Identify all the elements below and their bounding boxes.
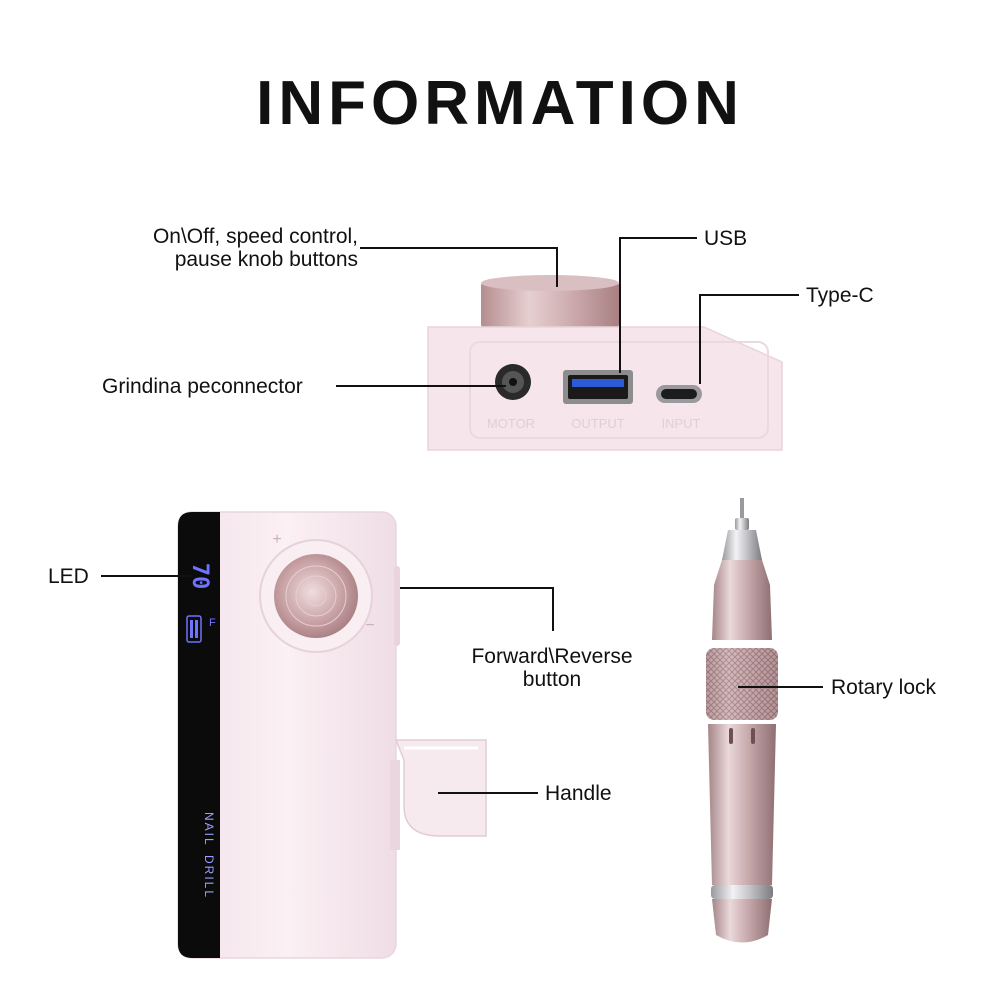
top-device: MOTOR OUTPUT INPUT: [427, 275, 783, 451]
callout-line-handle: [438, 792, 538, 794]
callout-rotary-lock: Rotary lock: [831, 676, 937, 699]
callout-line-forward-h: [400, 587, 554, 589]
knob-plus-label: +: [272, 531, 281, 548]
top-knob: [481, 280, 619, 330]
brand-text-nail: NAIL: [202, 812, 216, 847]
callout-line-usb-v: [619, 237, 621, 373]
callout-forward-reverse-line2: button: [522, 668, 582, 691]
battery-icon: [186, 615, 202, 643]
pen-nose: [712, 560, 772, 640]
page-title: INFORMATION: [256, 69, 744, 138]
callout-line-typec-h: [699, 294, 799, 296]
pen-body: [708, 724, 776, 885]
callout-line-usb-h: [619, 237, 697, 239]
port-label-motor: MOTOR: [487, 416, 535, 431]
callout-line-forward-v: [552, 587, 554, 631]
callout-forward-reverse-line1: Forward\Reverse: [471, 645, 633, 668]
callout-line-led: [101, 575, 193, 577]
handpiece: [706, 498, 778, 943]
callout-forward-reverse: Forward\Reverse button: [447, 645, 657, 691]
callout-type-c: Type-C: [806, 284, 874, 307]
knob-minus-label: −: [365, 617, 374, 634]
callout-line-grinding: [336, 385, 506, 387]
speed-knob: [274, 554, 358, 638]
forward-reverse-side-button: [394, 566, 400, 646]
callout-usb: USB: [704, 227, 748, 250]
callout-led: LED: [48, 565, 89, 588]
callout-knob-line1: On\Off, speed control,: [152, 225, 358, 248]
brand-text-drill: DRILL: [202, 855, 216, 899]
main-device: 70 F NAIL DRILL + −: [177, 511, 487, 959]
pen-tail: [712, 899, 772, 943]
display-strip: [178, 512, 220, 958]
callout-knob: On\Off, speed control, pause knob button…: [100, 225, 358, 271]
callout-line-knob-v: [556, 247, 558, 287]
callout-grinding-connector: Grindina peconnector: [102, 375, 303, 398]
drill-bit: [740, 498, 744, 520]
handle-clip: [394, 739, 487, 837]
port-label-output: OUTPUT: [571, 416, 625, 431]
led-display-unit: F: [209, 617, 216, 629]
port-label-input: INPUT: [662, 416, 701, 431]
callout-line-typec-v: [699, 294, 701, 384]
callout-handle: Handle: [545, 782, 612, 805]
callout-line-rotary: [738, 686, 823, 688]
callout-knob-line2: pause knob buttons: [174, 248, 358, 271]
callout-line-knob-h: [360, 247, 558, 249]
